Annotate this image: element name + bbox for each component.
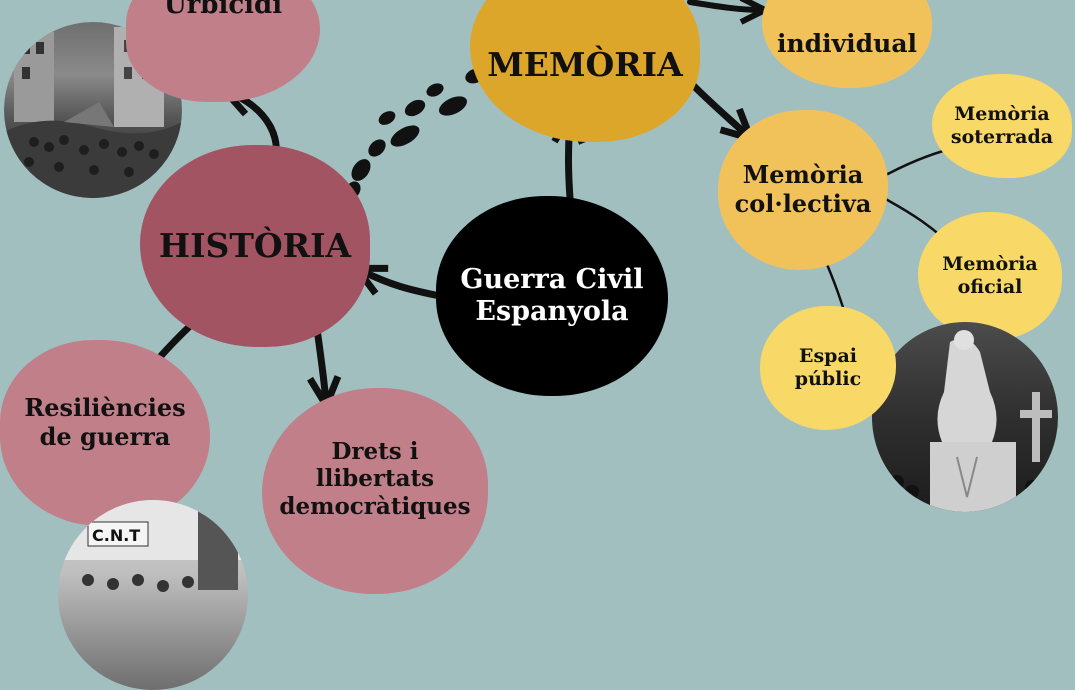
label-collectiva: Memòria col·lectiva: [734, 160, 872, 218]
node-soterrada: Memòria soterrada: [932, 74, 1072, 178]
cnt-sign-text: C.N.T: [92, 526, 140, 545]
node-oficial: Memòria oficial: [918, 212, 1062, 340]
node-resiliencies: Resiliències de guerra: [0, 340, 210, 526]
label-espai: Espai públic: [794, 345, 862, 390]
node-individual: individual: [762, 0, 932, 88]
footprints-icon: [345, 68, 485, 199]
label-historia: HISTÒRIA: [158, 226, 352, 266]
label-memoria: MEMÒRIA: [487, 45, 683, 85]
node-center: Guerra Civil Espanyola: [436, 196, 668, 396]
cnt-building-photo: C.N.T: [58, 500, 248, 690]
node-drets: Drets i llibertats democràtiques: [262, 388, 488, 594]
label-soterrada: Memòria soterrada: [950, 103, 1054, 148]
node-espai: Espai públic: [760, 306, 896, 430]
arrow-memoria-individual: [687, 0, 762, 10]
label-oficial: Memòria oficial: [942, 253, 1038, 298]
label-urbicidi: Urbicidi: [163, 0, 283, 21]
node-historia: HISTÒRIA: [140, 145, 370, 347]
label-center: Guerra Civil Espanyola: [460, 263, 644, 327]
node-collectiva: Memòria col·lectiva: [718, 110, 888, 270]
arrow-memoria-collectiva: [682, 74, 748, 136]
monument-statue-photo: [872, 322, 1058, 512]
arrow-center-historia: [360, 270, 444, 300]
label-drets: Drets i llibertats democràtiques: [279, 437, 471, 520]
label-resiliencies: Resiliències de guerra: [24, 393, 186, 451]
label-individual: individual: [776, 29, 918, 58]
